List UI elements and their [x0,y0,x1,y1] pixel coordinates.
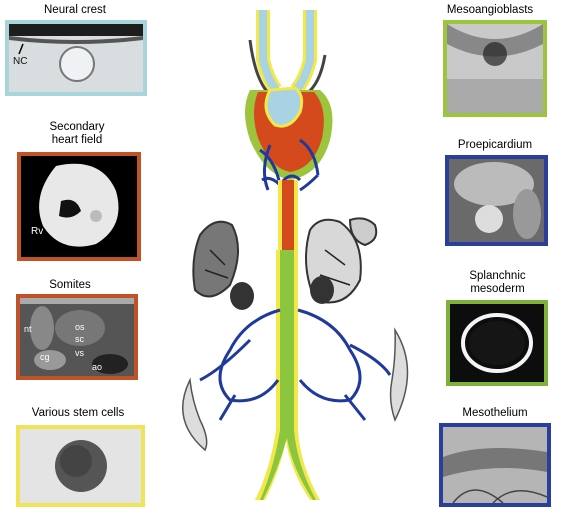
vs-label: vs [75,348,84,358]
mesothelium-panel [439,423,551,507]
splanchnic-mesoderm-panel [446,300,548,386]
cg-label: cg [40,352,50,362]
carotid-vessels [248,10,327,97]
splanchnic-mesoderm-title-line1: Splanchnic [469,270,526,282]
nc-label: NC [13,56,28,67]
proepicardium-title: Proepicardium [457,139,533,151]
neural-crest-panel: NC [5,20,147,96]
lungs [192,217,378,304]
mesoangioblasts-title: Mesoangioblasts [446,4,534,16]
somites-title: Somites [49,279,91,291]
secondary-heart-field-image [21,156,137,257]
neural-crest-title: Neural crest [44,4,106,16]
proepicardium-panel [445,155,548,246]
mesenteric-vessels [199,308,392,421]
os-label: os [75,322,85,332]
somites-image [20,298,134,376]
rv-label: Rv [31,226,44,237]
somites-panel: nt os sc cg vs ao [16,294,138,380]
aortic-arch [245,86,333,180]
descending-aorta [278,180,298,250]
central-vascular-illustration [182,10,409,500]
splanchnic-mesoderm-image [450,304,544,382]
side-organs [182,327,409,452]
ao-label: ao [92,362,103,372]
secondary-heart-field-panel: Rv [17,152,141,261]
splanchnic-mesoderm-title: Splanchnic mesoderm [450,270,545,296]
secondary-heart-field-title-line1: Secondary [49,121,105,133]
mesothelium-image [443,427,547,503]
sc-label: sc [75,334,84,344]
various-stem-cells-image [20,429,141,503]
secondary-heart-field-title-line2: heart field [51,134,103,146]
proepicardium-image [449,159,544,242]
mesoangioblasts-image [447,24,543,113]
various-stem-cells-title: Various stem cells [31,407,125,419]
splanchnic-mesoderm-title-line2: mesoderm [470,283,525,295]
kidneys [230,276,334,310]
gut-tube [255,250,320,500]
mesoangioblasts-panel [443,20,547,117]
various-stem-cells-panel [16,425,145,507]
secondary-heart-field-title: Secondary heart field [22,121,132,147]
neural-crest-image [9,24,143,92]
mesothelium-title: Mesothelium [462,407,528,419]
nt-label: nt [24,324,32,334]
